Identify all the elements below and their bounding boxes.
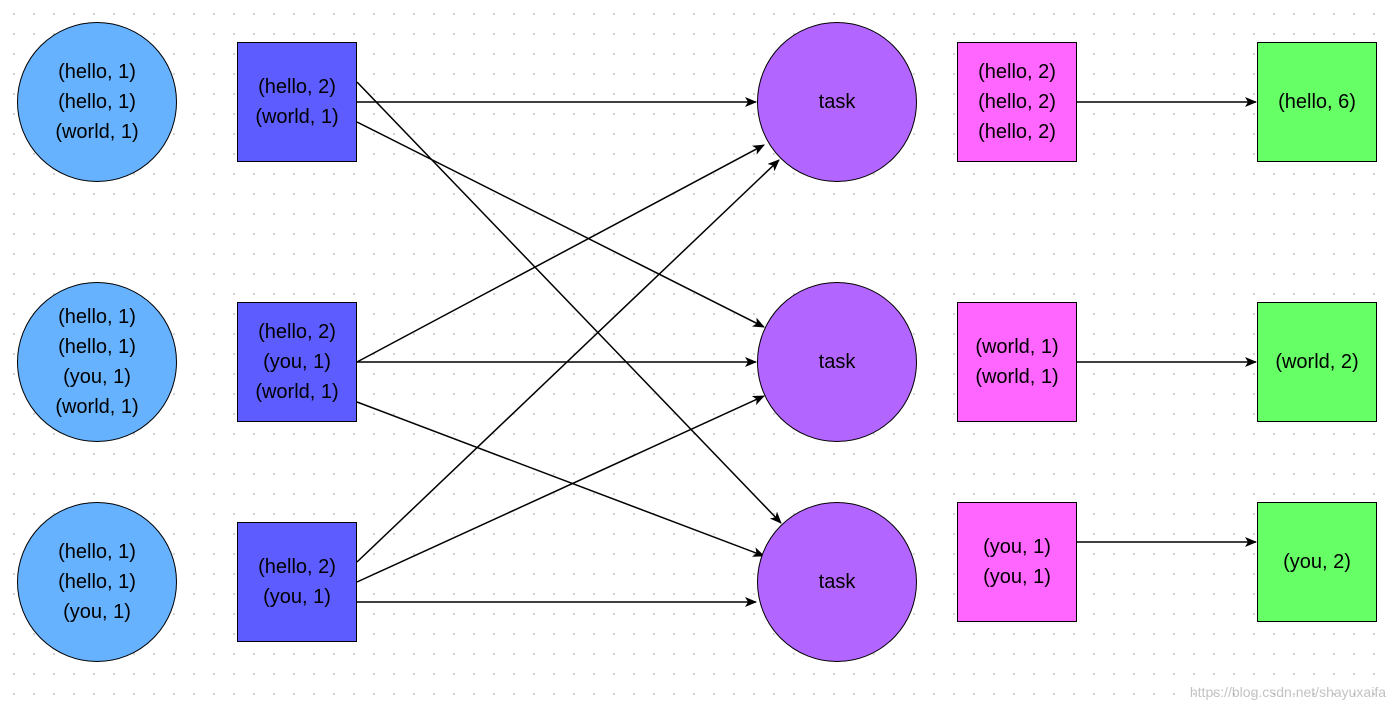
- result-box-3: (you, 2): [1257, 502, 1377, 622]
- input-circle-2: (hello, 1) (hello, 1) (you, 1) (world, 1…: [17, 282, 177, 442]
- input-circle-3: (hello, 1) (hello, 1) (you, 1): [17, 502, 177, 662]
- combiner-3-line-2: (you, 1): [263, 586, 331, 608]
- task-circle-3: task: [757, 502, 917, 662]
- input-2-line-1: (hello, 1): [58, 306, 136, 328]
- edge-combiner3-task1: [356, 159, 780, 563]
- input-2-line-2: (hello, 1): [58, 336, 136, 358]
- input-1-line-2: (hello, 1): [58, 91, 136, 113]
- combiner-box-1: (hello, 2) (world, 1): [237, 42, 357, 162]
- edge-combiner2-task3: [356, 401, 765, 557]
- result-3-line-1: (you, 2): [1283, 551, 1351, 573]
- grouped-1-line-3: (hello, 2): [978, 121, 1056, 143]
- task-circle-1: task: [757, 22, 917, 182]
- combiner-2-line-1: (hello, 2): [258, 321, 336, 343]
- grouped-1-line-1: (hello, 2): [978, 61, 1056, 83]
- grouped-1-line-2: (hello, 2): [978, 91, 1056, 113]
- grouped-3-line-2: (you, 1): [983, 566, 1051, 588]
- combiner-3-line-1: (hello, 2): [258, 556, 336, 578]
- watermark: https://blog.csdn.net/shayuxaifa: [1189, 684, 1386, 700]
- input-1-line-1: (hello, 1): [58, 61, 136, 83]
- grouped-box-2: (world, 1) (world, 1): [957, 302, 1077, 422]
- combiner-1-line-1: (hello, 2): [258, 76, 336, 98]
- combiner-2-line-2: (you, 1): [263, 351, 331, 373]
- grouped-3-line-1: (you, 1): [983, 536, 1051, 558]
- input-3-line-2: (hello, 1): [58, 571, 136, 593]
- combiner-box-2: (hello, 2) (you, 1) (world, 1): [237, 302, 357, 422]
- edge-combiner1-task3: [356, 81, 782, 524]
- result-box-2: (world, 2): [1257, 302, 1377, 422]
- grouped-2-line-2: (world, 1): [975, 366, 1059, 388]
- edge-combiner1-task2: [356, 121, 765, 328]
- combiner-box-3: (hello, 2) (you, 1): [237, 522, 357, 642]
- edge-combiner3-task2: [356, 395, 765, 583]
- task-1-label: task: [818, 91, 856, 113]
- input-circle-1: (hello, 1) (hello, 1) (world, 1): [17, 22, 177, 182]
- result-2-line-1: (world, 2): [1275, 351, 1359, 373]
- result-box-1: (hello, 6): [1257, 42, 1377, 162]
- input-2-line-4: (world, 1): [55, 396, 139, 418]
- task-circle-2: task: [757, 282, 917, 442]
- input-3-line-1: (hello, 1): [58, 541, 136, 563]
- grouped-2-line-1: (world, 1): [975, 336, 1059, 358]
- input-2-line-3: (you, 1): [63, 366, 131, 388]
- combiner-2-line-3: (world, 1): [255, 381, 339, 403]
- task-3-label: task: [818, 571, 856, 593]
- result-1-line-1: (hello, 6): [1278, 91, 1356, 113]
- edge-combiner2-task1: [356, 144, 765, 363]
- grouped-box-1: (hello, 2) (hello, 2) (hello, 2): [957, 42, 1077, 162]
- grouped-box-3: (you, 1) (you, 1): [957, 502, 1077, 622]
- task-2-label: task: [818, 351, 856, 373]
- combiner-1-line-2: (world, 1): [255, 106, 339, 128]
- input-1-line-3: (world, 1): [55, 121, 139, 143]
- input-3-line-3: (you, 1): [63, 601, 131, 623]
